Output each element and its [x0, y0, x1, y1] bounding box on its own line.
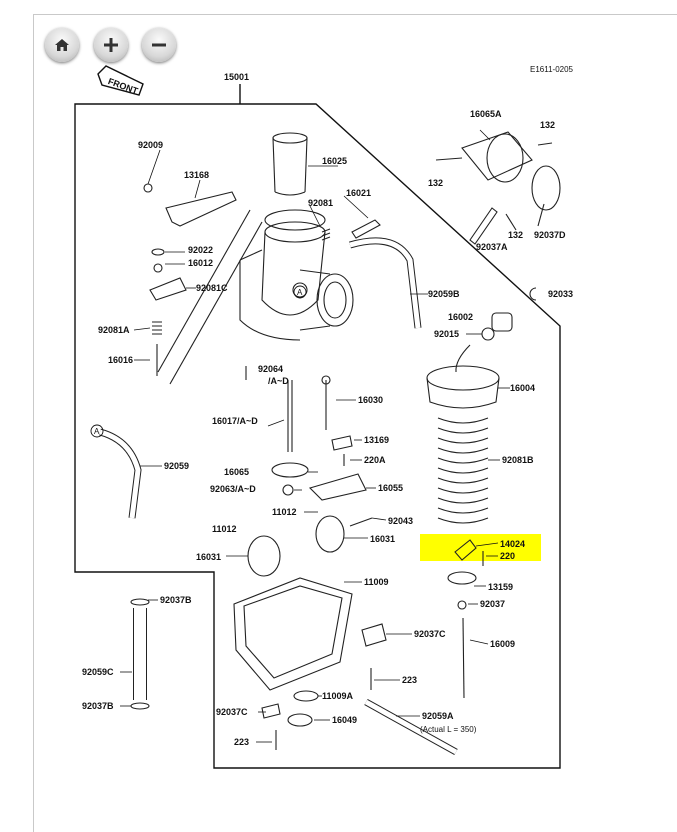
- part-label: 92064: [258, 364, 283, 374]
- part-label: 16030: [358, 395, 383, 405]
- part-label: 132: [428, 178, 443, 188]
- plus-icon: [104, 38, 118, 52]
- part-label: 16016: [108, 355, 133, 365]
- part-label: 16021: [346, 188, 371, 198]
- part-label: 132: [508, 230, 523, 240]
- minus-icon: [152, 43, 166, 47]
- home-icon: [55, 39, 69, 51]
- home-button[interactable]: [45, 28, 79, 62]
- part-label: 16017/A~D: [212, 416, 258, 426]
- part-label: 16055: [378, 483, 403, 493]
- part-label: 223: [234, 737, 249, 747]
- part-label: 92037B: [82, 701, 114, 711]
- zoom-out-button[interactable]: [142, 28, 176, 62]
- part-label: 92037C: [216, 707, 248, 717]
- part-label: 220A: [364, 455, 386, 465]
- part-label: 92063/A~D: [210, 484, 256, 494]
- part-label: 16049: [332, 715, 357, 725]
- part-label-highlighted: 220: [500, 551, 515, 561]
- part-label: 16031: [370, 534, 395, 544]
- part-label: 11009: [364, 577, 389, 587]
- part-label: 92059: [164, 461, 189, 471]
- part-label: 13168: [184, 170, 209, 180]
- part-label: 92009: [138, 140, 163, 150]
- part-label: 92033: [548, 289, 573, 299]
- part-label: 92037: [480, 599, 505, 609]
- part-label: 16065: [224, 467, 249, 477]
- part-label: 13159: [488, 582, 513, 592]
- part-label: 16031: [196, 552, 221, 562]
- part-label: 92015: [434, 329, 459, 339]
- highlight-part-14024: [420, 534, 541, 561]
- part-label: 92037B: [160, 595, 192, 605]
- part-label: 92022: [188, 245, 213, 255]
- part-label: 92043: [388, 516, 413, 526]
- part-label: 92059B: [428, 289, 460, 299]
- part-label: 92037A: [476, 242, 508, 252]
- ref-marker: A: [94, 427, 100, 436]
- part-label: 92081C: [196, 283, 228, 293]
- part-label: 11012: [212, 524, 237, 534]
- part-label: /A~D: [268, 376, 289, 386]
- ref-marker: A: [297, 288, 303, 297]
- part-label: 92081A: [98, 325, 130, 335]
- part-label: 16012: [188, 258, 213, 268]
- part-label: 132: [540, 120, 555, 130]
- part-label: 16002: [448, 312, 473, 322]
- part-label: 15001: [224, 72, 249, 82]
- zoom-in-button[interactable]: [94, 28, 128, 62]
- part-label: 16025: [322, 156, 347, 166]
- part-label: 92081B: [502, 455, 534, 465]
- part-label: 16004: [510, 383, 535, 393]
- part-label: 92037C: [414, 629, 446, 639]
- part-label: 16009: [490, 639, 515, 649]
- part-label: 13169: [364, 435, 389, 445]
- part-label: 11012: [272, 507, 297, 517]
- part-label: 11009A: [322, 691, 354, 701]
- part-label: 16065A: [470, 109, 502, 119]
- part-label: 92037D: [534, 230, 566, 240]
- part-note: (Actual L = 350): [420, 725, 477, 734]
- diagram-code: E1611-0205: [530, 65, 574, 74]
- part-label-highlighted: 14024: [500, 539, 525, 549]
- part-label: 92059C: [82, 667, 114, 677]
- part-label: 223: [402, 675, 417, 685]
- part-label: 92081: [308, 198, 333, 208]
- part-label: 92059A: [422, 711, 454, 721]
